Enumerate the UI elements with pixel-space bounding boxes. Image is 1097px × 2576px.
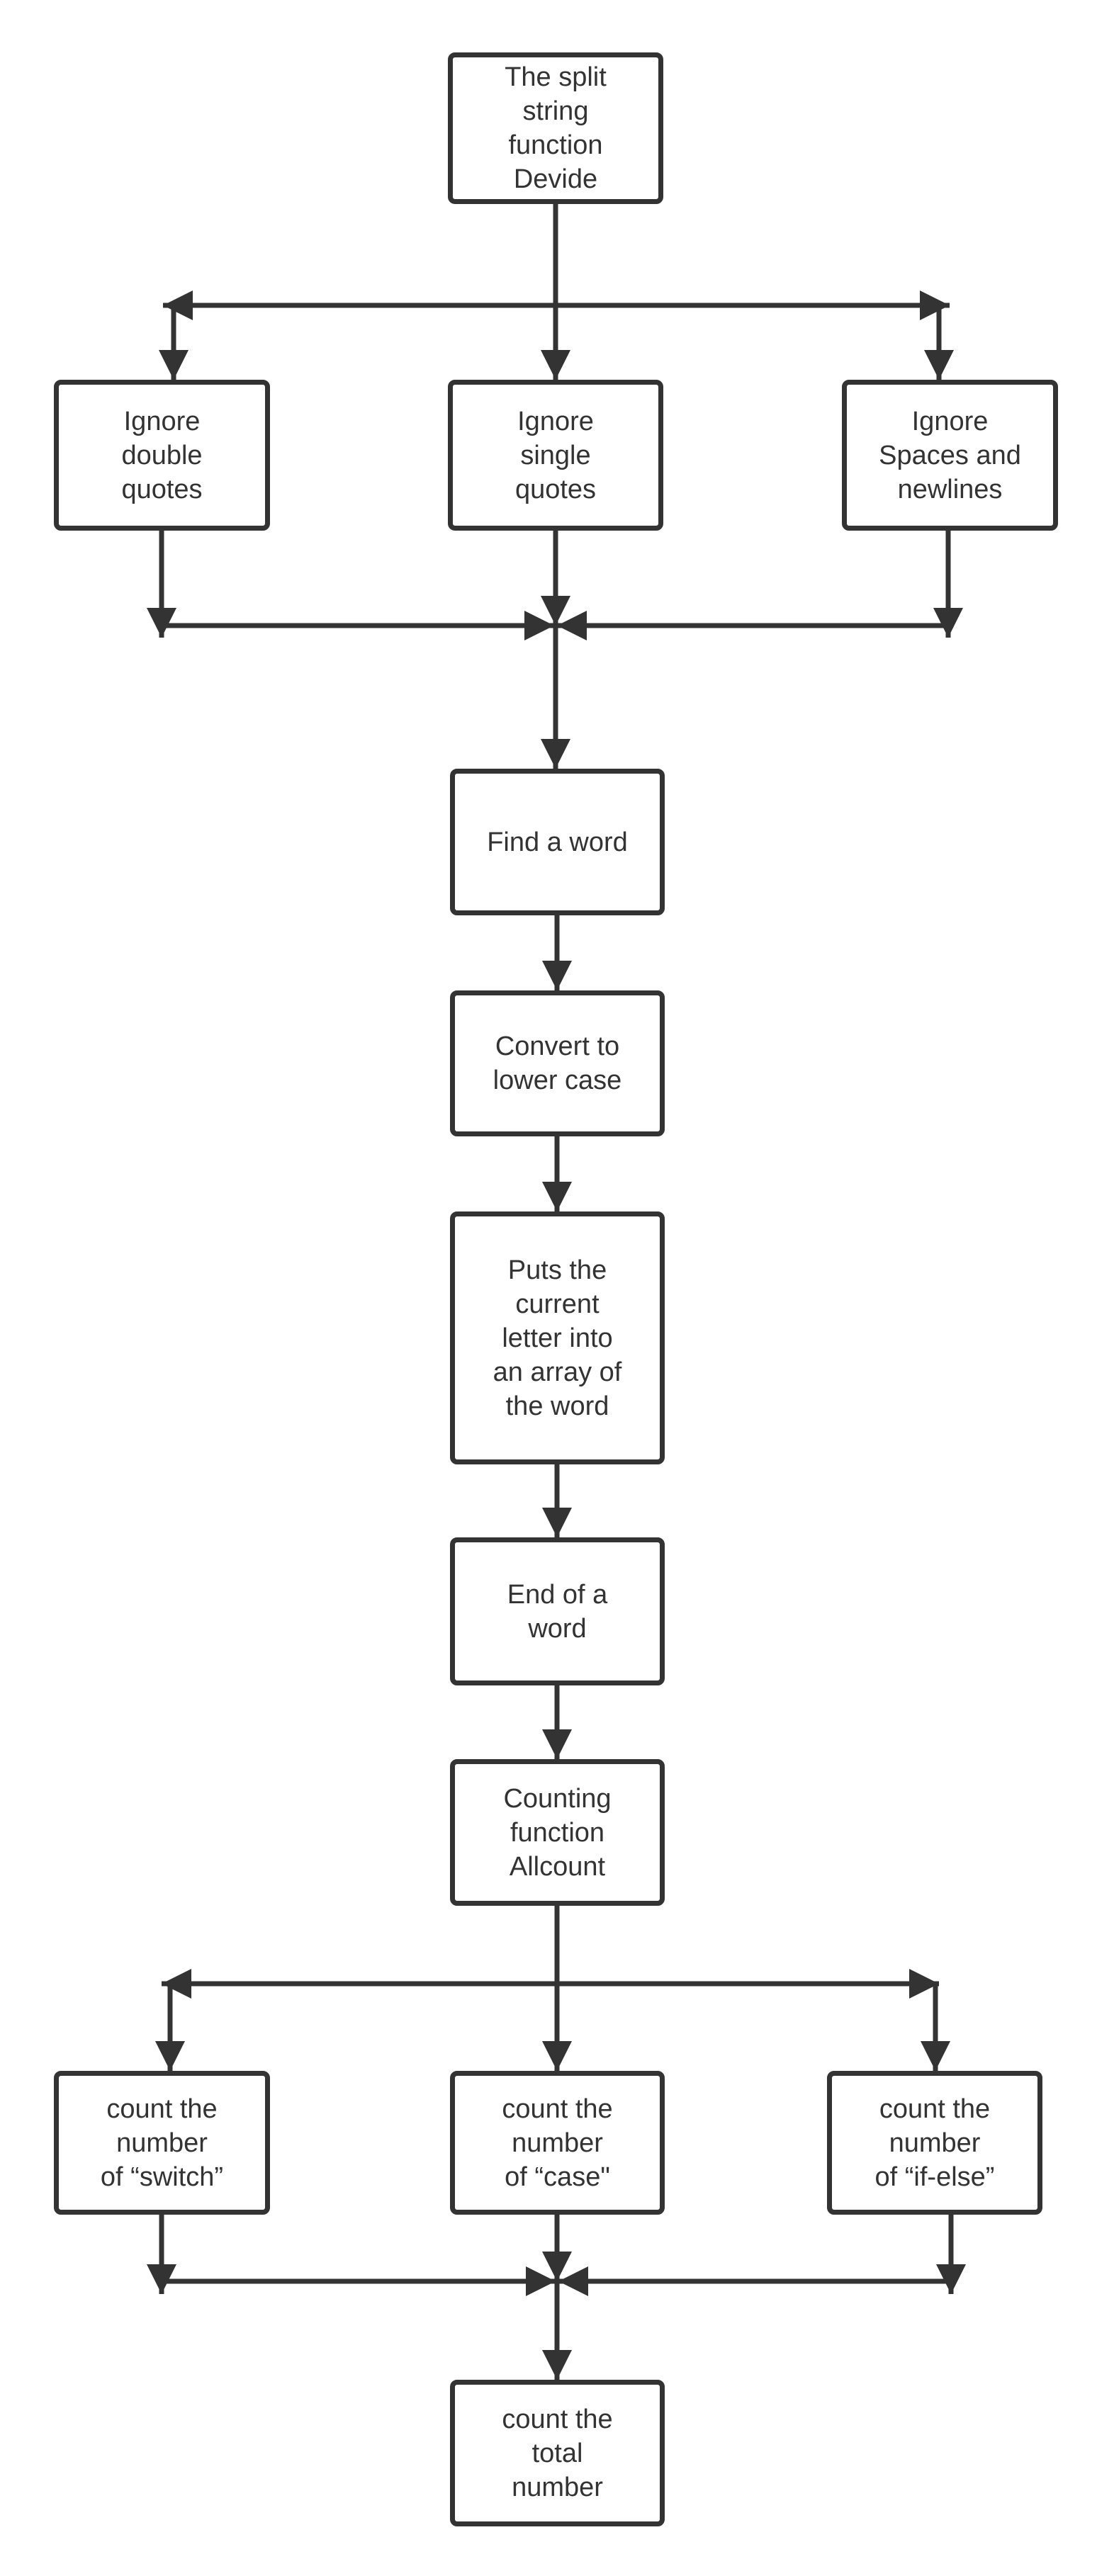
node-split-function: The split string function Devide bbox=[448, 52, 663, 204]
node-label: Ignore single quotes bbox=[514, 406, 597, 504]
node-label: Convert to lower case bbox=[493, 1032, 622, 1095]
node-ignore-spaces: Ignore Spaces and newlines bbox=[842, 380, 1058, 531]
node-label: Ignore Spaces and newlines bbox=[879, 406, 1021, 504]
node-counting-function: Counting function Allcount bbox=[450, 1759, 665, 1906]
node-convert-lower: Convert to lower case bbox=[450, 990, 665, 1136]
node-find-word: Find a word bbox=[450, 769, 665, 915]
node-end-word: End of a word bbox=[450, 1537, 665, 1685]
node-label: Ignore double quotes bbox=[121, 406, 203, 504]
node-label: count the number of “switch” bbox=[100, 2094, 224, 2192]
node-puts-letter: Puts the current letter into an array of… bbox=[450, 1211, 665, 1464]
node-count-case: count the number of “case" bbox=[450, 2071, 665, 2215]
node-label: Puts the current letter into an array of… bbox=[493, 1255, 622, 1421]
node-label: count the total number bbox=[502, 2404, 613, 2502]
node-label: Find a word bbox=[487, 827, 628, 857]
node-ignore-double-quotes: Ignore double quotes bbox=[54, 380, 270, 531]
node-label: Counting function Allcount bbox=[503, 1783, 612, 1882]
node-label: End of a word bbox=[507, 1579, 608, 1644]
node-label: count the number of “case" bbox=[502, 2094, 613, 2192]
node-count-total: count the total number bbox=[450, 2380, 665, 2526]
node-label: count the number of “if-else” bbox=[874, 2094, 995, 2192]
node-ignore-single-quotes: Ignore single quotes bbox=[448, 380, 663, 531]
node-count-ifelse: count the number of “if-else” bbox=[827, 2071, 1042, 2215]
node-label: The split string function Devide bbox=[505, 62, 607, 194]
node-count-switch: count the number of “switch” bbox=[54, 2071, 270, 2215]
